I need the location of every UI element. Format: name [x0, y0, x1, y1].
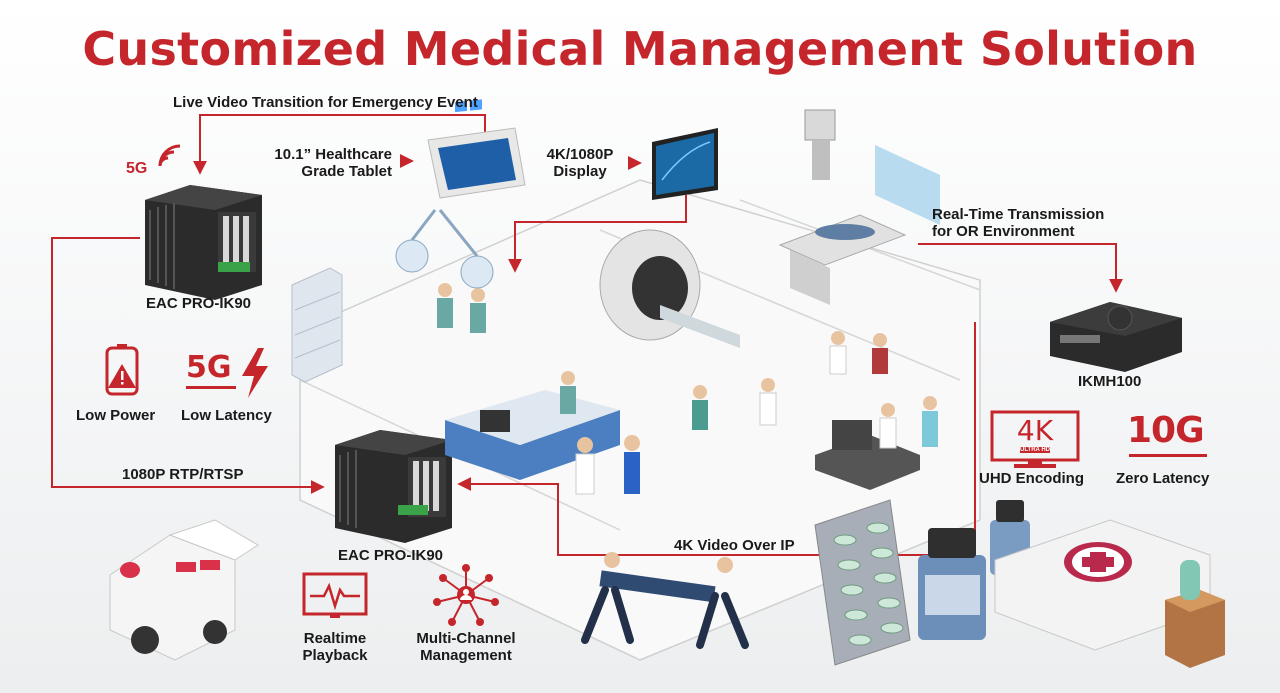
display-arrow-icon [628, 156, 642, 170]
uhd-label: UHD Encoding [979, 470, 1084, 487]
fiveg-small-text: 5G [126, 160, 148, 177]
fiveg-signal-icon: 5G [124, 140, 184, 180]
low-latency-label: Low Latency [181, 407, 272, 424]
ultra-hd-text: ULTRA HD [1020, 447, 1050, 453]
cardboard-boxes [1165, 560, 1225, 668]
reception-desk [445, 390, 620, 480]
uhd-monitor-icon: 4K ULTRA HD [990, 410, 1080, 470]
realtime-playback-line1: Realtime [303, 630, 367, 647]
network-hub-icon [432, 562, 500, 628]
fiveg-large-text: 5G [186, 350, 232, 385]
live-video-label: Live Video Transition for Emergency Even… [173, 94, 478, 111]
low-power-label: Low Power [76, 407, 156, 424]
realtime-transmission-line1: Real-Time Transmission [932, 206, 1105, 223]
realtime-transmission-label: Real-Time Transmission for OR Environmen… [932, 206, 1104, 240]
fiveg-bolt-icon: 5G [186, 346, 276, 400]
zero-latency-label: Zero Latency [1116, 470, 1210, 487]
rtp-label: 1080P RTP/RTSP [122, 466, 244, 483]
realtime-playback-label: Realtime Playback [290, 630, 380, 664]
multichannel-line2: Management [420, 647, 512, 664]
pill-pack [814, 499, 911, 666]
tablet-label-line1: 10.1” Healthcare [274, 146, 392, 163]
display-label-line1: 4K/1080P [546, 146, 614, 163]
tablet-label: 10.1” Healthcare Grade Tablet [254, 146, 392, 180]
realtime-playback-line2: Playback [302, 647, 368, 664]
realtime-transmission-line2: for OR Environment [932, 223, 1075, 240]
ikmh-label: IKMH100 [1078, 373, 1142, 390]
page-title: Customized Medical Management Solution [82, 22, 1198, 76]
doctor-desk [815, 420, 920, 490]
xray-room [778, 109, 940, 305]
fourk-text: 4K [1016, 414, 1054, 447]
medical-shelf [291, 267, 343, 383]
tablet-device [427, 99, 526, 199]
eac-top-label: EAC PRO-IK90 [146, 295, 252, 312]
multichannel-label: Multi-Channel Management [404, 630, 528, 664]
surgical-lights [395, 209, 494, 289]
connection-lines [51, 114, 1123, 556]
tablet-label-line2: Grade Tablet [301, 163, 392, 180]
ambulance [109, 519, 259, 661]
medical-staff [437, 283, 938, 495]
eac-device-top [145, 185, 262, 300]
tablet-arrow-icon [400, 154, 414, 168]
display-monitor [652, 128, 718, 200]
display-label-line2: Display [553, 163, 607, 180]
playback-monitor-icon [302, 572, 368, 622]
ikmh-device [1050, 302, 1182, 372]
tenG-icon: 10G [1123, 410, 1213, 460]
eac-device-bottom [335, 430, 452, 543]
first-aid-kit [994, 519, 1211, 651]
mri-scanner [599, 229, 740, 348]
tenG-text: 10G [1127, 410, 1205, 451]
low-battery-icon [102, 342, 148, 398]
display-label: 4K/1080P Display [535, 146, 625, 180]
video-over-ip-label: 4K Video Over IP [674, 537, 795, 554]
eac-bottom-label: EAC PRO-IK90 [338, 547, 444, 564]
stretcher-team [581, 552, 749, 649]
multichannel-line1: Multi-Channel [416, 630, 516, 647]
